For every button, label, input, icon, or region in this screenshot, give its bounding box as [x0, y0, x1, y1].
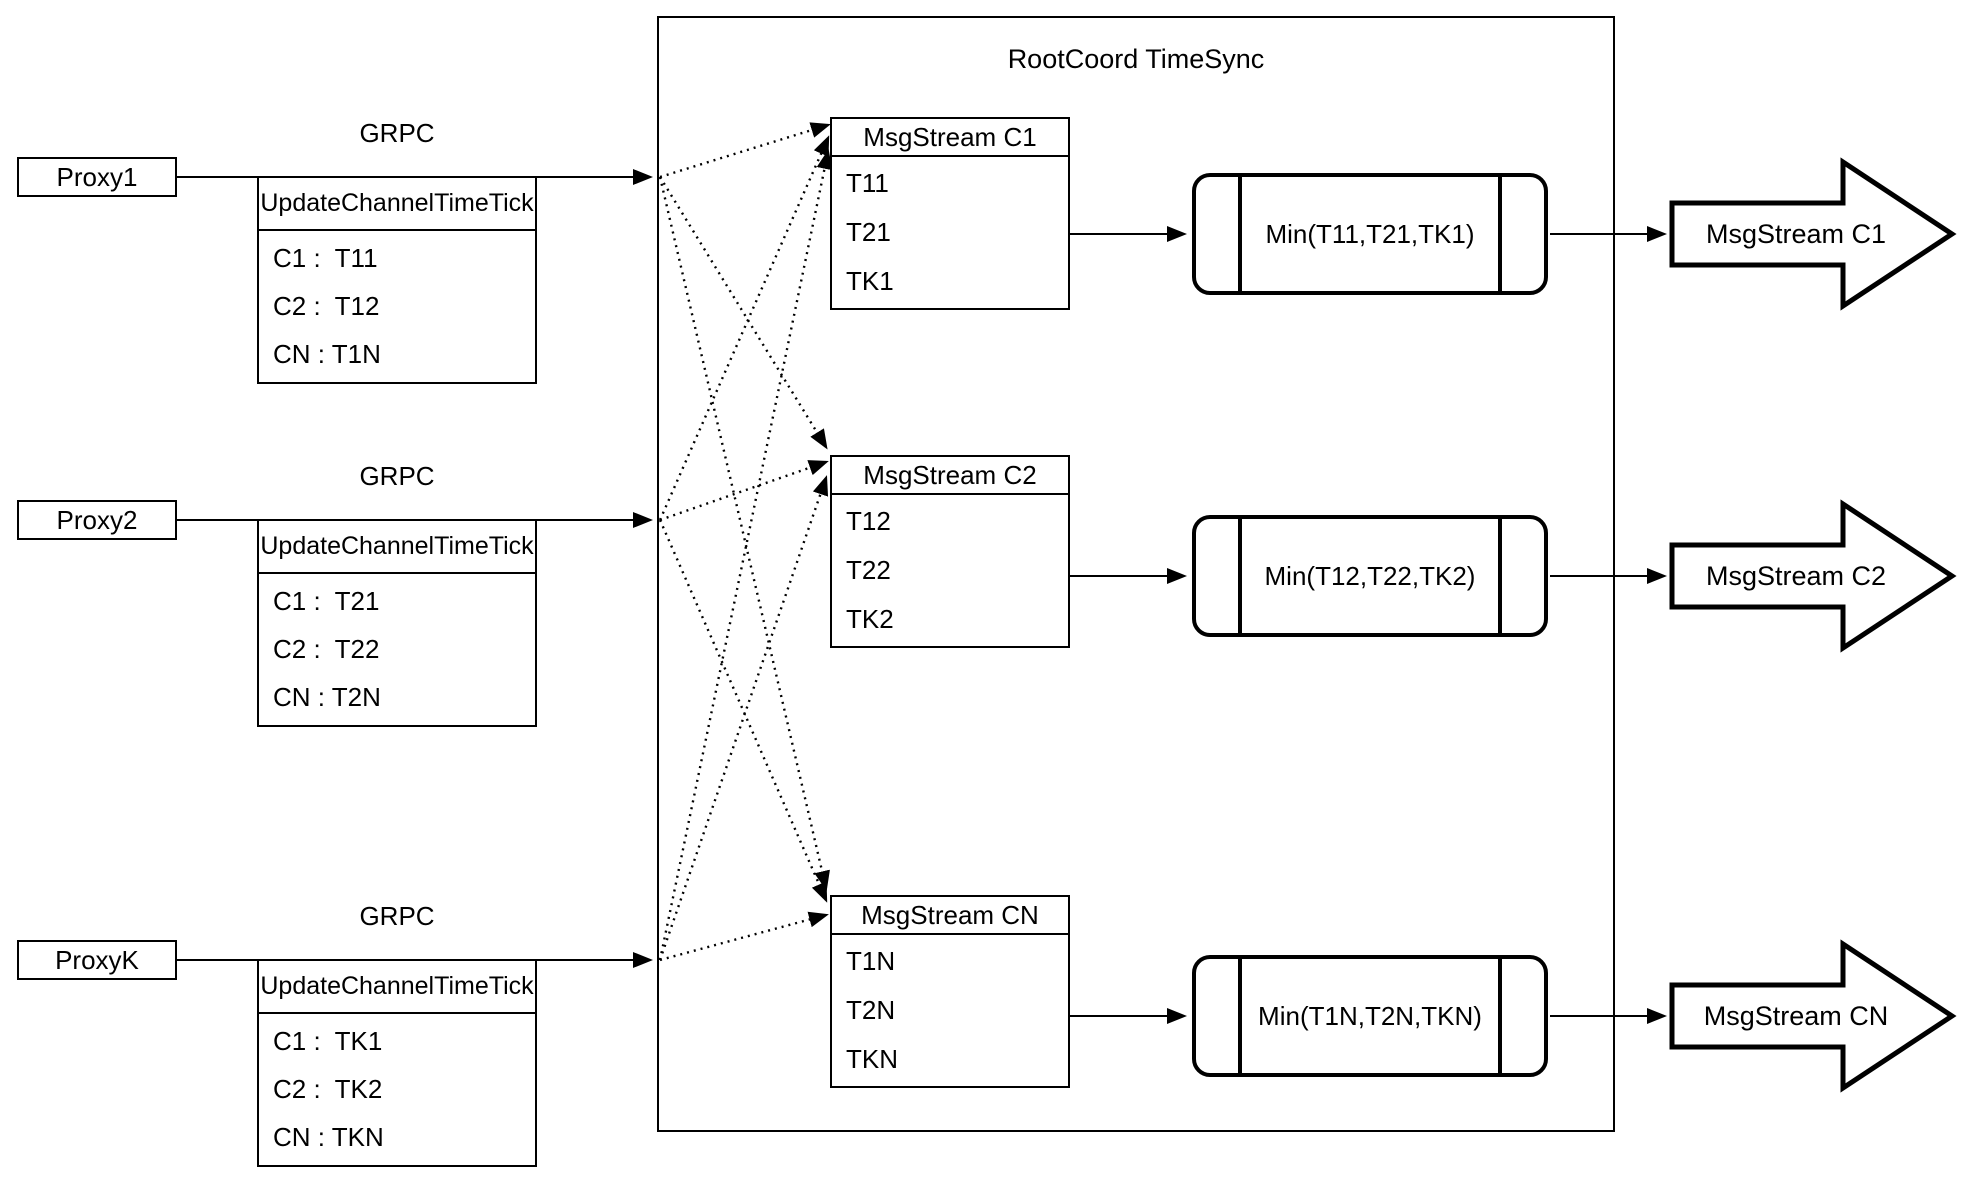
table-row: C1 : TK1 — [273, 1026, 383, 1057]
min-node-3-left-divider — [1238, 958, 1242, 1074]
stream-to-min-lines — [1070, 226, 1187, 1024]
proxy-box-1-label: Proxy1 — [56, 161, 138, 192]
table-row: C1 : T11 — [273, 243, 378, 274]
rootcoord-box — [657, 16, 1615, 1132]
update-table-1-header: UpdateChannelTimeTick — [259, 178, 535, 231]
min-node-1-right-divider — [1498, 176, 1502, 292]
table-row: TK2 — [846, 604, 894, 634]
update-table-1-body: C1 : T11 C2 : T12 CN : T1N — [259, 231, 535, 382]
update-table-2-header: UpdateChannelTimeTick — [259, 521, 535, 574]
table-row: C2 : T22 — [273, 633, 380, 664]
output-arrow-3-shape — [1669, 939, 1957, 1093]
proxy-box-1: Proxy1 — [17, 157, 177, 197]
min-node-1-left-divider — [1238, 176, 1242, 292]
fanout-pk-c1 — [658, 149, 833, 961]
stream-table-2-body: T12 T22 TK2 — [832, 495, 1068, 646]
min-node-1: Min(T11,T21,TK1) — [1192, 173, 1548, 295]
table-row: C2 : T12 — [273, 290, 380, 321]
fanout-pk-c2 — [658, 475, 829, 961]
table-row: T2N — [846, 995, 896, 1025]
update-table-2-body: C1 : T21 C2 : T22 CN : T2N — [259, 574, 535, 725]
grpc-label-2: GRPC — [359, 461, 435, 491]
stream-table-3-body: T1N T2N TKN — [832, 935, 1068, 1086]
stream-table-2-header: MsgStream C2 — [832, 457, 1068, 495]
fanout-p1-cn — [658, 176, 830, 891]
min-node-1-label: Min(T11,T21,TK1) — [1265, 218, 1475, 249]
table-row: C1 : T21 — [273, 586, 380, 617]
output-arrow-2-shape — [1669, 499, 1957, 653]
update-table-3: UpdateChannelTimeTick C1 : TK1 C2 : TK2 … — [257, 959, 537, 1167]
table-row: CN : TKN — [273, 1121, 384, 1152]
output-block-arrows — [1669, 157, 1957, 1093]
min-node-3: Min(T1N,T2N,TKN) — [1192, 955, 1548, 1077]
update-table-2: UpdateChannelTimeTick C1 : T21 C2 : T22 … — [257, 519, 537, 727]
min-node-2: Min(T12,T22,TK2) — [1192, 515, 1548, 637]
table-row: T1N — [846, 946, 896, 976]
table-row: TK1 — [846, 266, 894, 296]
table-row: CN : T1N — [273, 338, 381, 369]
table-row: CN : T2N — [273, 681, 381, 712]
table-row: T22 — [846, 555, 891, 585]
fanout-p2-c2 — [659, 460, 829, 522]
stream-table-1-body: T11 T21 TK1 — [832, 157, 1068, 308]
output-arrow-1-shape — [1669, 157, 1957, 311]
proxy-box-2-label: Proxy2 — [56, 504, 138, 535]
proxy-box-2: Proxy2 — [17, 500, 177, 540]
grpc-label-3: GRPC — [359, 901, 435, 931]
output-arrow-1-label: MsgStream C1 — [1705, 219, 1887, 249]
fanout-dotted-arrows — [658, 122, 833, 962]
stream-table-3: MsgStream CN T1N T2N TKN — [830, 895, 1070, 1088]
output-arrow-3-label: MsgStream CN — [1703, 1001, 1889, 1031]
min-node-3-right-divider — [1498, 958, 1502, 1074]
stream-table-3-header: MsgStream CN — [832, 897, 1068, 935]
fanout-p2-c1 — [658, 135, 830, 521]
table-row: TKN — [846, 1044, 898, 1074]
update-table-3-header: UpdateChannelTimeTick — [259, 961, 535, 1014]
min-to-output-lines — [1550, 226, 1667, 1024]
min-node-2-label: Min(T12,T22,TK2) — [1264, 560, 1476, 591]
min-node-2-right-divider — [1498, 518, 1502, 634]
fanout-pk-cn — [659, 911, 829, 962]
table-row: T21 — [846, 217, 891, 247]
stream-table-1: MsgStream C1 T11 T21 TK1 — [830, 117, 1070, 310]
table-row: C2 : TK2 — [273, 1073, 383, 1104]
grpc-label-1: GRPC — [359, 118, 435, 148]
min-node-3-label: Min(T1N,T2N,TKN) — [1258, 1000, 1482, 1031]
proxy-box-3: ProxyK — [17, 940, 177, 980]
fanout-p1-c1 — [659, 122, 831, 179]
fanout-p1-c2 — [658, 176, 828, 450]
proxy-box-3-label: ProxyK — [55, 944, 139, 975]
stream-table-1-header: MsgStream C1 — [832, 119, 1068, 157]
stream-table-2: MsgStream C2 T12 T22 TK2 — [830, 455, 1070, 648]
update-table-3-body: C1 : TK1 C2 : TK2 CN : TKN — [259, 1014, 535, 1165]
table-row: T11 — [846, 168, 889, 198]
min-node-2-left-divider — [1238, 518, 1242, 634]
update-table-1: UpdateChannelTimeTick C1 : T11 C2 : T12 … — [257, 176, 537, 384]
rootcoord-title: RootCoord TimeSync — [1007, 44, 1265, 74]
output-arrow-2-label: MsgStream C2 — [1705, 561, 1887, 591]
table-row: T12 — [846, 506, 891, 536]
